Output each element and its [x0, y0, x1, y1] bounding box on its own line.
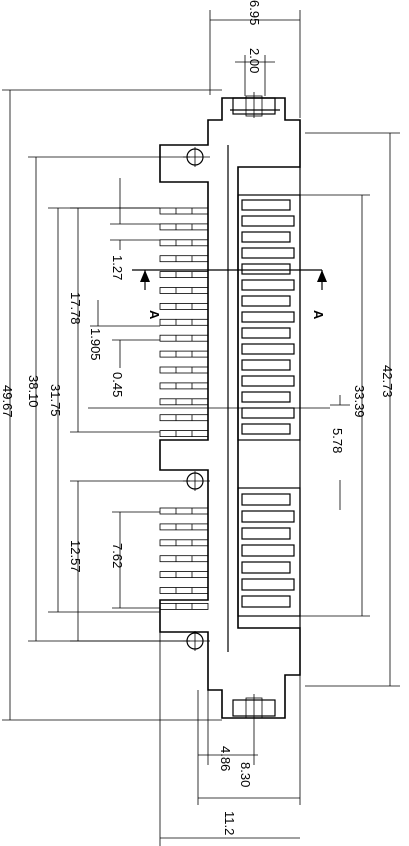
section-line-a-a: A A	[132, 269, 327, 320]
dimension-42-73: 42.73	[305, 132, 400, 687]
pin	[159, 350, 209, 358]
pin	[159, 603, 209, 610]
svg-text:33.39: 33.39	[352, 385, 367, 418]
svg-text:7.62: 7.62	[110, 543, 125, 568]
pin	[159, 382, 209, 390]
dimension-12-57: 12.57	[68, 480, 190, 642]
dimension-2-00: 2.00	[235, 48, 275, 96]
svg-text:8.30: 8.30	[238, 762, 253, 787]
svg-text:4.86: 4.86	[218, 746, 233, 771]
pin	[159, 555, 209, 563]
pin	[159, 239, 209, 247]
contact-slot	[241, 199, 291, 211]
svg-text:12.57: 12.57	[68, 540, 83, 573]
pin	[159, 223, 209, 231]
contact-slot	[241, 493, 291, 506]
housing-outline	[159, 97, 301, 719]
pin	[159, 287, 209, 294]
pin	[159, 302, 209, 310]
pin	[159, 539, 209, 547]
contact-slot	[241, 595, 291, 608]
pin	[159, 430, 209, 438]
pin	[159, 523, 209, 531]
dimension-17-78: 17.78	[68, 207, 160, 433]
dimension-8-30: 8.30	[197, 675, 301, 805]
section-label-left: A	[147, 310, 162, 320]
pin	[159, 334, 209, 342]
svg-text:1.905: 1.905	[88, 328, 103, 361]
dimension-1-27: 1.27	[110, 178, 160, 280]
contact-window-lower	[237, 487, 301, 617]
pin	[159, 207, 209, 215]
svg-text:2.00: 2.00	[247, 48, 262, 73]
section-label-right: A	[311, 310, 326, 320]
dimension-1-905: 1.905	[88, 300, 160, 361]
svg-text:6.95: 6.95	[247, 0, 262, 25]
dimension-0-45: 0.45	[88, 339, 330, 409]
contact-window-upper	[237, 194, 301, 441]
pin	[159, 366, 209, 374]
svg-text:31.75: 31.75	[48, 384, 63, 417]
svg-text:17.78: 17.78	[68, 292, 83, 325]
contact-slot	[241, 407, 295, 419]
svg-text:11.2: 11.2	[222, 811, 237, 835]
pin	[159, 398, 209, 406]
dimension-7-62: 7.62	[110, 511, 160, 609]
contact-slot	[241, 295, 291, 307]
pin	[159, 255, 209, 263]
dimension-49-67: 49.67	[0, 89, 222, 721]
contact-slot	[241, 263, 291, 275]
contact-slots-lower	[241, 493, 295, 608]
svg-text:1.27: 1.27	[110, 255, 125, 280]
connector-body	[159, 92, 301, 722]
contact-slot	[241, 423, 291, 435]
top-latch	[232, 92, 276, 118]
pin	[159, 414, 209, 422]
bottom-latch	[232, 694, 276, 722]
dimension-5-78: 5.78	[330, 395, 350, 510]
dimension-38-10: 38.10	[26, 156, 190, 642]
contact-slot	[241, 391, 291, 403]
pin-row-lower	[159, 507, 209, 610]
contact-slot	[241, 561, 291, 574]
contact-slot	[241, 247, 295, 259]
svg-text:5.78: 5.78	[330, 428, 345, 453]
contact-slot	[241, 279, 295, 291]
svg-text:38.10: 38.10	[26, 375, 41, 408]
pin-row-upper	[159, 207, 209, 438]
contact-slot	[241, 527, 291, 540]
contact-slot	[241, 578, 295, 591]
svg-text:0.45: 0.45	[110, 372, 125, 397]
pin	[159, 587, 209, 594]
pin	[159, 318, 209, 326]
contact-slot	[241, 231, 291, 243]
dimension-4-86: 4.86	[198, 690, 258, 771]
dimension-33-39: 33.39	[300, 194, 370, 617]
contact-slot	[241, 327, 291, 339]
pin	[159, 507, 209, 515]
contact-slots-upper	[241, 199, 295, 435]
dimension-11-2: 11.2	[159, 632, 300, 846]
contact-slot	[241, 510, 295, 523]
dimension-31-75: 31.75	[48, 207, 160, 613]
contact-slot	[241, 544, 295, 557]
contact-slot	[241, 215, 295, 227]
pin	[159, 271, 209, 279]
contact-slot	[241, 375, 295, 387]
svg-text:49.67: 49.67	[0, 385, 15, 418]
contact-slot	[241, 359, 291, 371]
dimension-6-95: 6.95	[209, 0, 301, 118]
contact-slot	[241, 311, 295, 323]
pin	[159, 571, 209, 578]
contact-slot	[241, 343, 295, 355]
svg-text:42.73: 42.73	[380, 365, 395, 398]
